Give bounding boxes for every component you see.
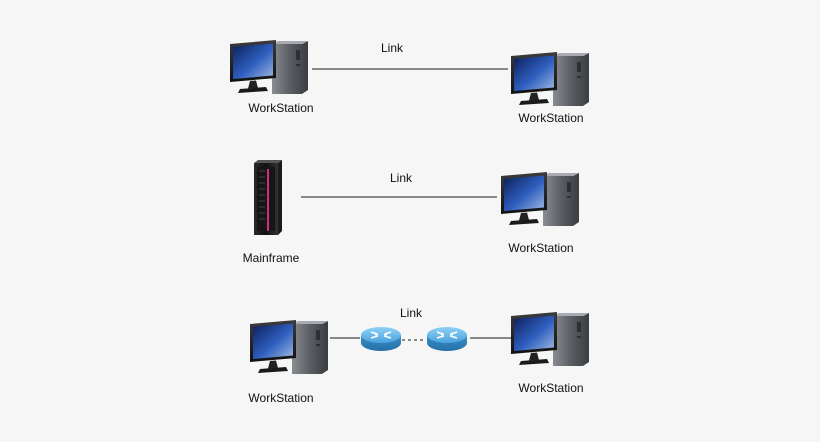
workstation-icon	[511, 52, 589, 106]
mainframe-icon	[253, 159, 283, 236]
router-icon	[426, 326, 468, 352]
workstation-icon	[501, 172, 579, 226]
device-label: WorkStation	[248, 101, 314, 115]
device-label: WorkStation	[518, 111, 584, 125]
workstation-icon	[511, 312, 589, 366]
device-label: Mainframe	[242, 251, 300, 265]
workstation-icon	[250, 320, 328, 374]
device-label: WorkStation	[518, 381, 584, 395]
link-label: Link	[399, 306, 423, 320]
device-label: WorkStation	[248, 391, 314, 405]
link-label: Link	[389, 171, 413, 185]
link-label: Link	[380, 41, 404, 55]
device-label: WorkStation	[508, 241, 574, 255]
router-icon	[360, 326, 402, 352]
workstation-icon	[230, 40, 308, 94]
